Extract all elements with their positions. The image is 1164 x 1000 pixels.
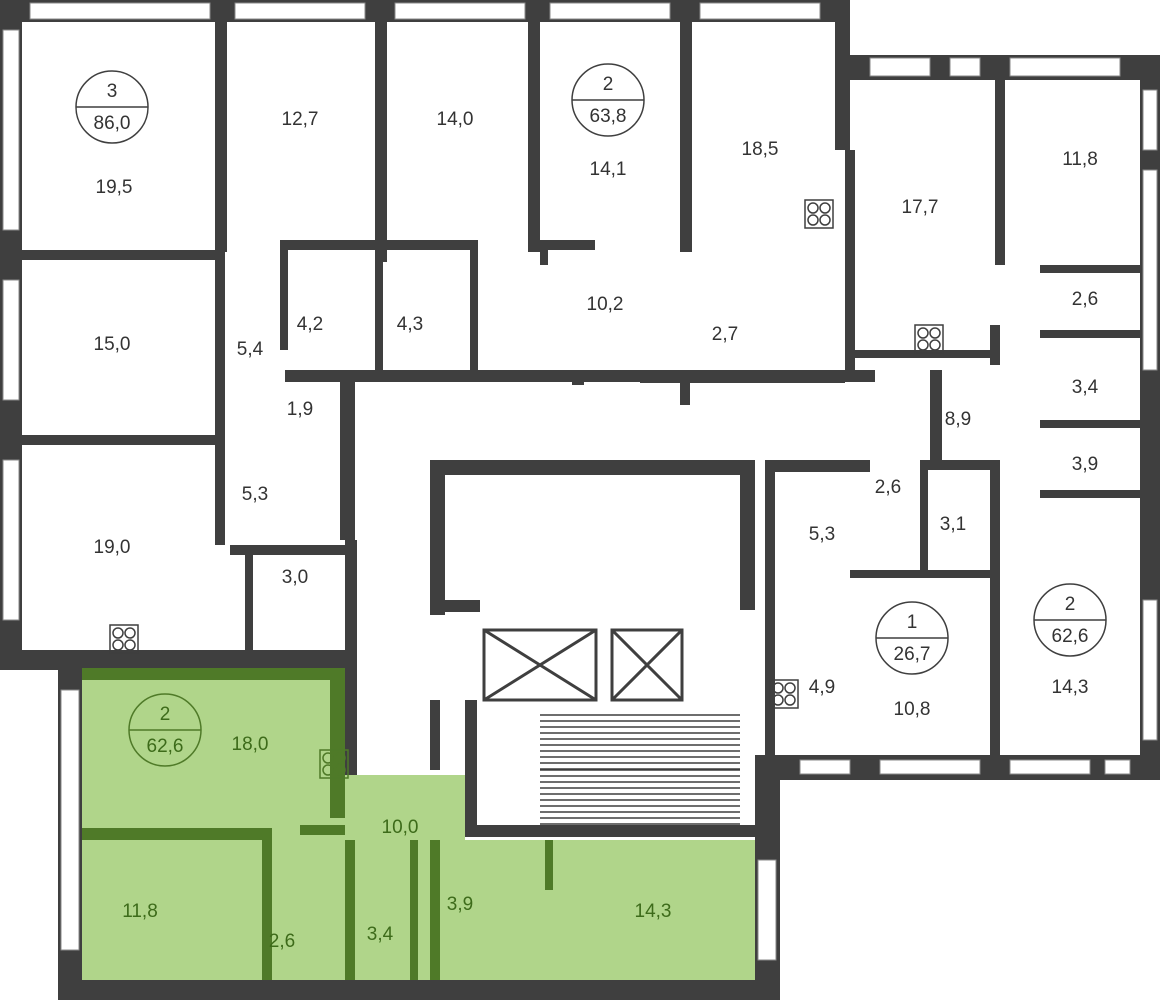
apartment-badge[interactable]: 126,7 (875, 601, 949, 675)
room-area-label: 5,3 (809, 524, 835, 545)
room-area-label: 12,7 (282, 109, 319, 130)
apartment-badge[interactable]: 262,6 (1033, 583, 1107, 657)
room-area-label: 4,3 (397, 314, 423, 335)
room-area-label: 10,0 (382, 817, 419, 838)
room-area-label: 4,2 (297, 314, 323, 335)
apartment-rooms: 2 (603, 74, 614, 95)
apartment-area: 63,8 (590, 106, 627, 127)
windows (2, 2, 1158, 961)
room-area-label: 14,3 (635, 901, 672, 922)
stove-icon (109, 624, 139, 654)
room-area-label: 11,8 (122, 901, 158, 922)
room-area-label: 18,0 (232, 734, 269, 755)
apartment-area: 26,7 (894, 644, 931, 665)
room-area-label: 19,0 (94, 537, 131, 558)
stove-icon (769, 679, 799, 709)
stove-icon (914, 324, 944, 354)
room-area-label: 5,4 (237, 339, 264, 360)
room-area-label: 8,9 (945, 409, 971, 430)
apartment-badge[interactable]: 262,6 (128, 693, 202, 767)
elevator-1 (482, 628, 598, 702)
room-area-label: 2,7 (712, 324, 738, 345)
fixtures (109, 199, 944, 779)
apartment-rooms: 2 (160, 704, 171, 725)
elevator-2 (610, 628, 684, 702)
room-area-label: 3,9 (447, 894, 473, 915)
room-area-label: 17,7 (902, 197, 939, 218)
room-area-label: 1,9 (287, 399, 313, 420)
room-area-label: 2,6 (269, 931, 295, 952)
highlighted-apartment[interactable] (82, 668, 755, 980)
apartment-area: 62,6 (147, 736, 184, 757)
room-area-label: 10,2 (587, 294, 624, 315)
room-area-label: 18,5 (742, 139, 779, 160)
apartment-rooms: 2 (1065, 594, 1076, 615)
room-area-label: 11,8 (1062, 149, 1098, 170)
room-area-label: 3,0 (282, 567, 308, 588)
apartment-rooms: 3 (107, 81, 118, 102)
room-area-label: 2,6 (875, 477, 901, 498)
room-area-label: 14,1 (590, 159, 627, 180)
stove-icon (319, 749, 349, 779)
room-area-label: 3,9 (1072, 454, 1098, 475)
room-area-label: 14,0 (437, 109, 474, 130)
room-area-label: 19,5 (96, 177, 133, 198)
room-area-label: 14,3 (1052, 677, 1089, 698)
apartment-badge[interactable]: 386,0 (75, 70, 149, 144)
room-area-label: 2,6 (1072, 289, 1098, 310)
room-area-label: 3,1 (940, 514, 966, 535)
stove-icon (804, 199, 834, 229)
room-area-label: 4,9 (809, 677, 835, 698)
room-area-label: 10,8 (894, 699, 931, 720)
room-area-label: 3,4 (367, 924, 394, 945)
apartment-area: 86,0 (94, 113, 131, 134)
apartment-area: 62,6 (1052, 626, 1089, 647)
room-area-label: 3,4 (1072, 377, 1099, 398)
apartment-rooms: 1 (907, 612, 918, 633)
room-area-label: 15,0 (94, 334, 131, 355)
room-area-label: 5,3 (242, 484, 268, 505)
staircase (540, 714, 740, 825)
apartment-badge[interactable]: 263,8 (571, 63, 645, 137)
